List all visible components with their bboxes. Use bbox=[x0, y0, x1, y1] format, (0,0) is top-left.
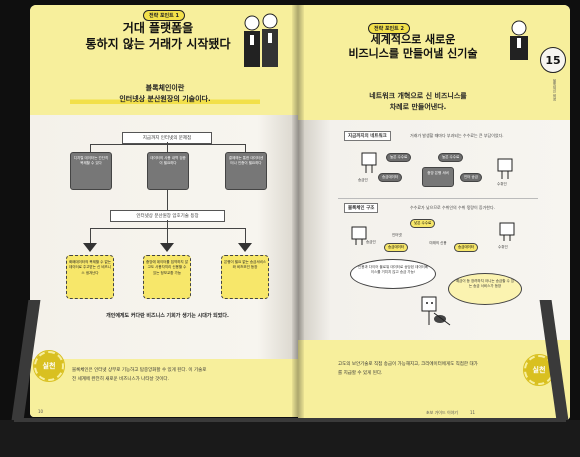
recipient-character-icon bbox=[497, 158, 513, 179]
chapter-side-label: 블록체인 혁명 bbox=[553, 79, 557, 102]
right-section-pill: 전략 포인트 2 bbox=[368, 23, 410, 34]
left-caption: 개인에게도 커다란 비즈니스 기회가 생기는 시대가 되었다. bbox=[106, 313, 229, 319]
left-page: 전략 포인트 1 거대 플랫폼을 통하지 않는 거래가 시작됐다 블록체인이란 … bbox=[30, 5, 298, 417]
arrow-down-icon bbox=[83, 243, 97, 252]
bottom-diagram-label: 블록체인 구조 bbox=[344, 203, 379, 213]
problem-box-2: 데이터의 사용 내역 검증이 필요하다 bbox=[147, 152, 189, 190]
top-receive: 인터 송금 bbox=[460, 173, 482, 182]
violinist-character-icon bbox=[421, 296, 451, 326]
right-folio-text: 초보 가이드 이야기 bbox=[426, 410, 458, 415]
left-title: 거대 플랫폼을 통하지 않는 거래가 시작됐다 bbox=[85, 21, 231, 51]
speech-bubble-right: 예금이 등 장려하지 아니는 송금할 수 있는 송금 서비스가 등장 bbox=[448, 273, 522, 305]
right-practice-text: 고도의 보안기술로 직접 송금이 가능해지고, 크리에이터에게도 직접한 대가 … bbox=[338, 362, 478, 376]
left-folio: 10 bbox=[38, 409, 44, 414]
stand-base bbox=[0, 420, 580, 457]
internet-label: 인터넷 bbox=[392, 233, 402, 237]
left-practice-band bbox=[30, 359, 298, 417]
solution-box-1: 화폐데이터의 복제할 수 없는 데이터로 주고받는 신 비즈니스 생겨난다 bbox=[66, 255, 114, 299]
right-page: 전략 포인트 2 세계적으로 새로운 비즈니스를 만들어낼 신기술 15 블록체… bbox=[298, 5, 570, 420]
top-bank-server: 송금데이터 bbox=[378, 173, 403, 182]
arrow-down-icon bbox=[238, 243, 252, 252]
chapter-number: 15 bbox=[540, 47, 566, 73]
right-intro: 네트워크 개혁으로 신 비즈니스를 차례로 만들어낸다. bbox=[369, 92, 467, 111]
left-practice-text: 블록체인은 인터넷 상부로 기능하고 탐중앙화할 수 있게 된다. 이 기술로 … bbox=[72, 368, 207, 382]
bottom-sender-label: 송금인 bbox=[366, 240, 376, 244]
businessman-illustration-icon bbox=[244, 13, 278, 67]
right-folio: 11 bbox=[470, 410, 476, 415]
fee-oval-2: 높은 수수료 bbox=[438, 153, 464, 162]
bottom-recipient-label: 수취인 bbox=[498, 245, 508, 249]
fee-oval-1: 높은 수수료 bbox=[386, 153, 412, 162]
open-book: 전략 포인트 1 거대 플랫폼을 통하지 않는 거래가 시작됐다 블록체인이란 … bbox=[30, 5, 570, 420]
recipient-character-icon bbox=[499, 222, 515, 241]
top-sender-label: 송금인 bbox=[358, 178, 368, 182]
arrow-down-icon bbox=[160, 243, 174, 252]
speech-bubble-left: 신용과 다이어 블로워 데이터로 송당된 데이터베이스를 거치지 않고 송금 가… bbox=[350, 259, 436, 289]
future-credit-label: 미래의 신용 bbox=[429, 241, 447, 245]
practice-badge: 실천 bbox=[33, 350, 65, 382]
central-bank-server: 중앙 은행 서버 bbox=[422, 167, 454, 187]
left-section-pill: 전략 포인트 1 bbox=[143, 10, 185, 21]
top-recipient-label: 수취인 bbox=[497, 182, 507, 186]
left-intro: 블록체인이란 인터넷상 분산원장의 기술이다. bbox=[70, 83, 260, 104]
stand-ledge bbox=[14, 418, 566, 422]
send-data-2: 송금데이터 bbox=[454, 243, 479, 252]
sender-character-icon bbox=[361, 152, 377, 173]
sender-character-icon bbox=[351, 226, 367, 245]
right-title: 세계적으로 새로운 비즈니스를 만들어낼 신기술 bbox=[348, 33, 478, 61]
businessman-illustration-icon bbox=[510, 20, 528, 60]
bottom-diagram-note: 수수료가 낮으므로 수취인의 수취 몫량이 증가한다. bbox=[410, 205, 495, 210]
top-diagram-label: 지금까지의 네트워크 bbox=[344, 131, 391, 141]
low-fee-oval: 낮은 수수료 bbox=[410, 219, 436, 228]
problem-box-3: 결제에는 통한 데이터센터나 인증이 필요하다 bbox=[225, 152, 267, 190]
right-practice-band bbox=[298, 340, 570, 420]
top-diagram-note: 거래가 발생할 때마다 부과되는 수수료는 큰 부담이었다. bbox=[410, 133, 504, 138]
book-gutter bbox=[292, 5, 304, 420]
solution-box-3: 은행이 필요 없는 송금서비스와 비즈모인 등장 bbox=[221, 255, 269, 299]
solution-box-2: 중앙에 데이터를 집약하지 않고도 사용자끼리 신용할 수 있는 정보교환 가능 bbox=[143, 255, 191, 299]
problem-box-1: 디지털 데이터는 간단히 복제할 수 있다 bbox=[70, 152, 112, 190]
send-data-1: 송금데이터 bbox=[384, 243, 409, 252]
